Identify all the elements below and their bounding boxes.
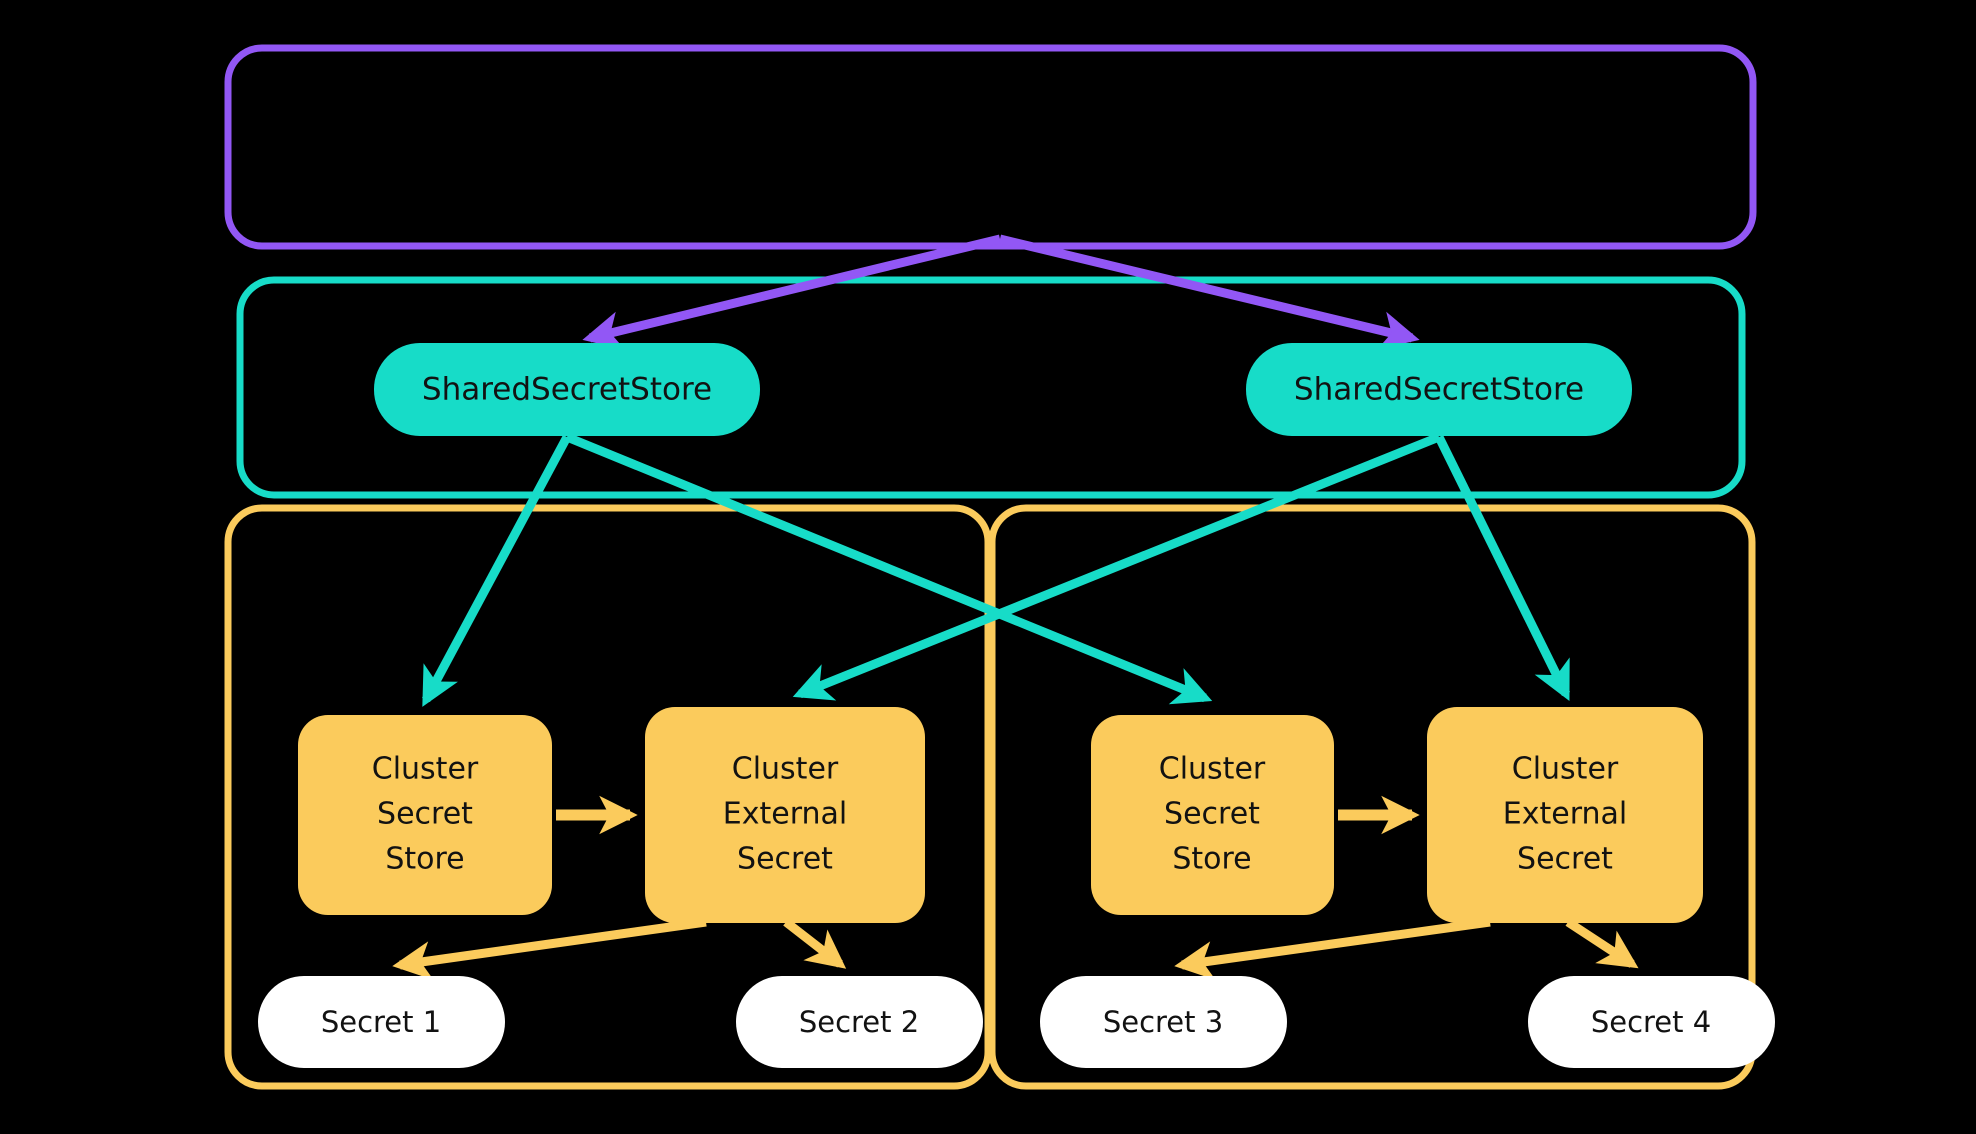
cluster-secret-store-left[interactable]: Cluster Secret Store [298,715,552,915]
cluster-secret-store-right-line-3: Store [1172,842,1251,877]
teal-outer-container [236,276,1746,499]
secret-2-node[interactable]: Secret 2 [736,976,983,1068]
edge-cluster-external-secret-right-to-secret-4 [1565,918,1639,969]
cluster-external-secret-left[interactable]: Cluster External Secret [645,707,925,923]
edge-cluster-external-secret-left-to-secret-1 [392,917,707,980]
edge-root-to-shared-secret-store-left [582,234,1002,350]
edge-shared-right-to-cluster-external-secret-left [792,432,1441,701]
secret-1-label: Secret 1 [321,1005,441,1039]
shared-secret-store-left-shape[interactable] [374,343,760,436]
cluster-external-secret-left-line-3: Secret [737,842,833,877]
secret-3-label: Secret 3 [1103,1005,1223,1039]
edge-shared-left-to-cluster-secret-store-right [565,432,1213,705]
cluster-external-secret-left-line-2: External [723,797,847,832]
edge-shared-left-to-cluster-secret-store-left [422,434,571,707]
secret-1-shape[interactable] [258,976,505,1068]
cluster-external-secret-right[interactable]: Cluster External Secret [1427,707,1703,923]
yellow-right-cluster-container [988,504,1756,1090]
shared-secret-store-right-shape[interactable] [1246,343,1632,436]
secret-4-label: Secret 4 [1591,1005,1711,1039]
secret-3-node[interactable]: Secret 3 [1040,976,1287,1068]
shared-secret-store-right-label: SharedSecretStore [1294,372,1584,408]
cluster-secret-store-left-line-3: Store [385,842,464,877]
secret-1-node[interactable]: Secret 1 [258,976,505,1068]
cluster-secret-store-right-line-1: Cluster [1159,752,1266,787]
shared-secret-store-left-label: SharedSecretStore [422,372,712,408]
root-pill-node[interactable] [686,155,1316,239]
cluster-secret-store-right[interactable]: Cluster Secret Store [1091,715,1334,915]
cluster-external-secret-right-line-2: External [1503,797,1627,832]
cluster-external-secret-right-shape[interactable] [1427,707,1703,923]
shared-secret-store-left[interactable]: SharedSecretStore [374,343,760,436]
root-pill-node-shape[interactable] [686,155,1316,239]
secret-2-shape[interactable] [736,976,983,1068]
secret-4-shape[interactable] [1528,976,1775,1068]
edge-cluster-external-secret-right-to-secret-3 [1174,917,1491,980]
secret-4-node[interactable]: Secret 4 [1528,976,1775,1068]
yellow-left-cluster-container [224,504,992,1090]
edge-cluster-external-secret-left-to-secret-2 [783,918,847,969]
edge-shared-right-to-cluster-external-secret-right [1434,435,1571,701]
container-group [224,44,1757,1090]
cluster-secret-store-right-shape[interactable] [1091,715,1334,915]
cluster-external-secret-right-line-1: Cluster [1512,752,1619,787]
edge-group [392,234,1639,980]
secret-2-label: Secret 2 [799,1005,919,1039]
node-group: SharedSecretStore SharedSecretStore Clus… [258,155,1775,1068]
cluster-secret-store-left-shape[interactable] [298,715,552,915]
cluster-external-secret-left-line-1: Cluster [732,752,839,787]
cluster-secret-store-left-line-1: Cluster [372,752,479,787]
purple-outer-container [224,44,1757,250]
edge-root-to-shared-secret-store-right [998,234,1420,350]
shared-secret-store-right[interactable]: SharedSecretStore [1246,343,1632,436]
cluster-secret-store-left-line-2: Secret [377,797,473,832]
cluster-external-secret-right-line-3: Secret [1517,842,1613,877]
cluster-secret-store-right-line-2: Secret [1164,797,1260,832]
cluster-external-secret-left-shape[interactable] [645,707,925,923]
secret-3-shape[interactable] [1040,976,1287,1068]
